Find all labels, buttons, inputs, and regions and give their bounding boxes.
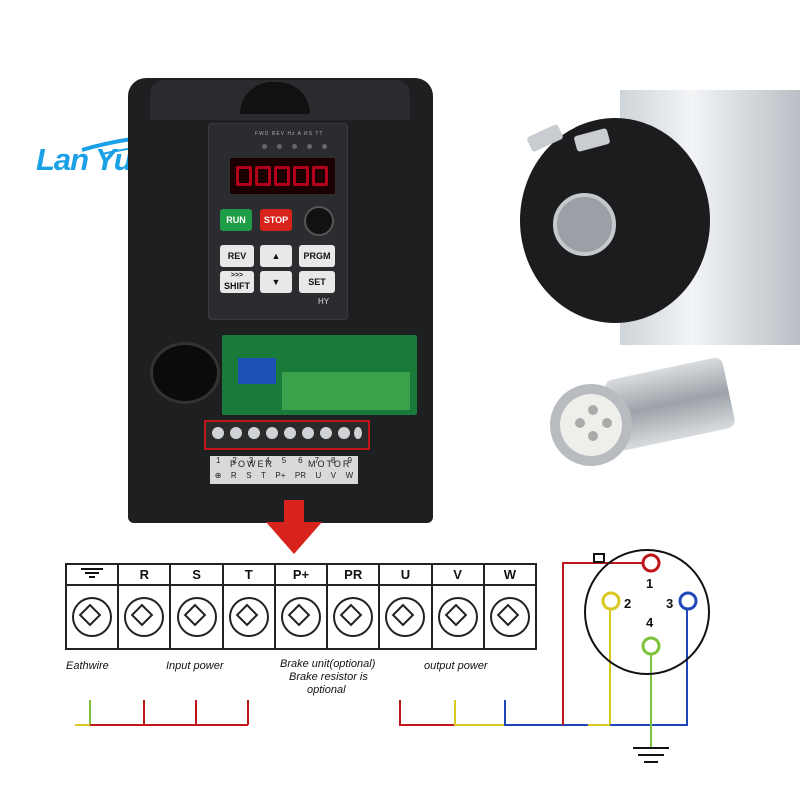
run-button[interactable]: RUN xyxy=(220,209,252,231)
speed-knob[interactable] xyxy=(304,206,334,236)
up-button[interactable]: ▲ xyxy=(260,245,292,267)
terminal-number: 2 xyxy=(232,456,237,465)
relay xyxy=(238,358,276,384)
prgm-button[interactable]: PRGM xyxy=(299,245,335,267)
set-button[interactable]: SET xyxy=(299,271,335,293)
led-labels: FWD REV Hz A RS TT xyxy=(255,131,324,137)
connector-pin xyxy=(588,431,598,441)
terminal-letter: S xyxy=(246,471,252,480)
terminal-number: 3 xyxy=(248,456,254,465)
terminal-header: V xyxy=(430,563,485,586)
connector-pin xyxy=(602,418,612,428)
terminal-header: R xyxy=(117,563,172,586)
cooling-fan xyxy=(150,342,220,404)
terminal-number: 6 xyxy=(298,456,303,465)
terminal-diagram: R S T P+ PR U V W xyxy=(64,563,538,650)
terminal-screw-icon xyxy=(72,597,113,637)
terminal-letter: V xyxy=(330,471,337,480)
terminal-letter: W xyxy=(345,471,354,480)
terminal-letter: U xyxy=(315,471,322,480)
down-arrow-icon xyxy=(266,500,322,554)
terminal-header: PR xyxy=(326,563,381,586)
pin-label: 2 xyxy=(624,596,632,611)
terminal-letter: R xyxy=(230,471,237,480)
motor-label: MOTOR xyxy=(308,459,352,469)
terminal-letter: P+ xyxy=(275,471,286,480)
terminal-screw-icon xyxy=(437,597,478,637)
pin-label: 4 xyxy=(646,615,654,630)
connector-pin xyxy=(588,405,598,415)
terminal-number: 4 xyxy=(265,456,270,465)
led xyxy=(322,144,327,149)
terminal-header: P+ xyxy=(273,563,329,586)
led xyxy=(277,144,282,149)
down-button[interactable]: ▼ xyxy=(260,271,292,293)
terminal-number: 5 xyxy=(281,456,287,465)
input-caption: Input power xyxy=(166,660,224,672)
terminal-number: 1 xyxy=(215,456,221,465)
output-caption: output power xyxy=(424,660,488,672)
stop-button[interactable]: STOP xyxy=(260,209,292,231)
terminal-letter: ⊕ xyxy=(214,471,222,480)
spindle-socket xyxy=(553,193,616,256)
terminal-screw-icon xyxy=(385,597,426,637)
pin-label: 3 xyxy=(666,596,674,611)
terminal-screw-icon xyxy=(124,597,165,637)
terminal-headers: R S T P+ PR U V W xyxy=(64,563,538,586)
terminal-screw-icon xyxy=(176,597,217,637)
connector-insert xyxy=(560,394,622,456)
rev-button[interactable]: REV xyxy=(220,245,254,267)
power-terminal-block xyxy=(204,420,370,450)
terminal-letter: PR xyxy=(294,471,307,480)
terminal-header: T xyxy=(221,563,276,586)
power-label: POWER xyxy=(230,459,275,469)
led xyxy=(262,144,267,149)
connector-pin xyxy=(575,418,585,428)
terminal-header: W xyxy=(482,563,538,586)
shift-button[interactable]: >>> SHIFT xyxy=(220,271,254,293)
terminal-letter: T xyxy=(261,471,266,480)
brake-caption-3: optional xyxy=(307,684,346,696)
brake-caption-1: Brake unit(optional) xyxy=(280,658,376,670)
terminal-number: 9 xyxy=(347,456,352,465)
earth-icon xyxy=(64,563,120,586)
brake-caption-2: Brake resistor is xyxy=(289,671,368,683)
seven-segment-display xyxy=(230,158,335,194)
control-terminals xyxy=(282,372,410,410)
terminal-screw-icon xyxy=(280,597,321,637)
led xyxy=(292,144,297,149)
terminal-screws xyxy=(64,584,538,650)
status-leds xyxy=(262,144,342,156)
terminal-number: 7 xyxy=(314,456,320,465)
terminal-screw-icon xyxy=(489,597,530,637)
terminal-header: U xyxy=(378,563,433,586)
pin-label: 1 xyxy=(646,576,654,591)
terminal-header: S xyxy=(169,563,224,586)
earth-caption: Eathwire xyxy=(66,660,109,672)
terminal-screw-icon xyxy=(333,597,374,637)
shift-label: SHIFT xyxy=(224,281,250,291)
brand-label: HY xyxy=(318,297,330,306)
terminal-number: 8 xyxy=(331,456,336,465)
led xyxy=(307,144,312,149)
terminal-numbers: 1 2 3 4 5 6 7 8 9 xyxy=(210,456,358,465)
terminal-screw-icon xyxy=(228,597,269,637)
shift-arrows: >>> xyxy=(230,272,244,279)
